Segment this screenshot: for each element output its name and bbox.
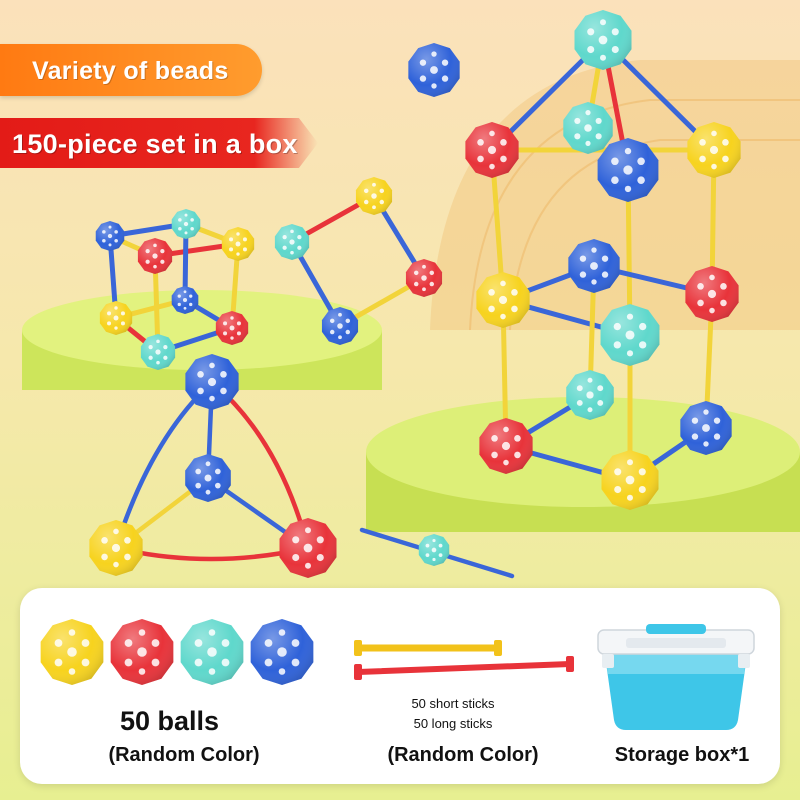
bead-ball-2 <box>465 122 519 178</box>
contents-illustration <box>40 619 755 730</box>
bead-ball-14 <box>95 221 125 251</box>
bead-ball-9 <box>600 304 660 366</box>
bead-ball-12 <box>680 401 732 455</box>
bead-ball-4 <box>597 138 659 202</box>
sample-ball-1 <box>110 619 174 685</box>
variety-banner-text: Variety of beads <box>32 57 229 85</box>
bead-ball-21 <box>140 334 176 370</box>
set-banner: 150-piece set in a box <box>0 118 318 168</box>
set-banner-text: 150-piece set in a box <box>12 129 298 159</box>
bead-ball-3 <box>563 102 613 154</box>
bead-ball-25 <box>321 307 359 345</box>
bead-ball-24 <box>405 259 443 297</box>
balls-color-note: (Random Color) <box>108 744 260 766</box>
bead-ball-26 <box>185 354 239 410</box>
bead-ball-29 <box>279 518 337 578</box>
bead-ball-18 <box>171 286 199 314</box>
bead-ball-17 <box>137 238 173 274</box>
bead-ball-27 <box>185 454 231 502</box>
sample-ball-2 <box>180 619 244 685</box>
long-stick-icon <box>354 656 574 680</box>
bead-ball-22 <box>274 224 310 260</box>
storage-box-label: Storage box*1 <box>614 744 750 766</box>
contents-panel: 50 balls (Random Color) 50 short sticks … <box>20 588 780 784</box>
bead-ball-11 <box>479 418 533 474</box>
storage-box-icon <box>597 624 755 730</box>
bead-ball-16 <box>221 227 255 261</box>
bead-ball-15 <box>171 209 201 239</box>
bead-ball-6 <box>568 239 620 293</box>
variety-banner: Variety of beads <box>0 44 262 96</box>
sample-ball-0 <box>40 619 104 685</box>
bead-ball-28 <box>89 520 143 576</box>
bead-ball-1 <box>408 43 460 97</box>
bead-ball-8 <box>685 266 739 322</box>
balls <box>89 10 741 578</box>
balls-count: 50 balls <box>120 706 220 736</box>
short-sticks-label: 50 short sticks <box>411 696 495 711</box>
sample-ball-3 <box>250 619 314 685</box>
long-sticks-label: 50 long sticks <box>413 716 493 731</box>
bead-ball-10 <box>566 370 614 420</box>
short-stick-icon <box>354 640 502 656</box>
bead-ball-7 <box>476 272 530 328</box>
bead-ball-20 <box>215 311 249 345</box>
bead-ball-13 <box>601 450 659 510</box>
bead-ball-19 <box>99 301 133 335</box>
bead-ball-23 <box>355 177 393 215</box>
bead-ball-5 <box>687 122 741 178</box>
sticks-color-note: (Random Color) <box>387 744 539 766</box>
bead-ball-0 <box>574 10 632 70</box>
bead-ball-30 <box>418 534 450 566</box>
